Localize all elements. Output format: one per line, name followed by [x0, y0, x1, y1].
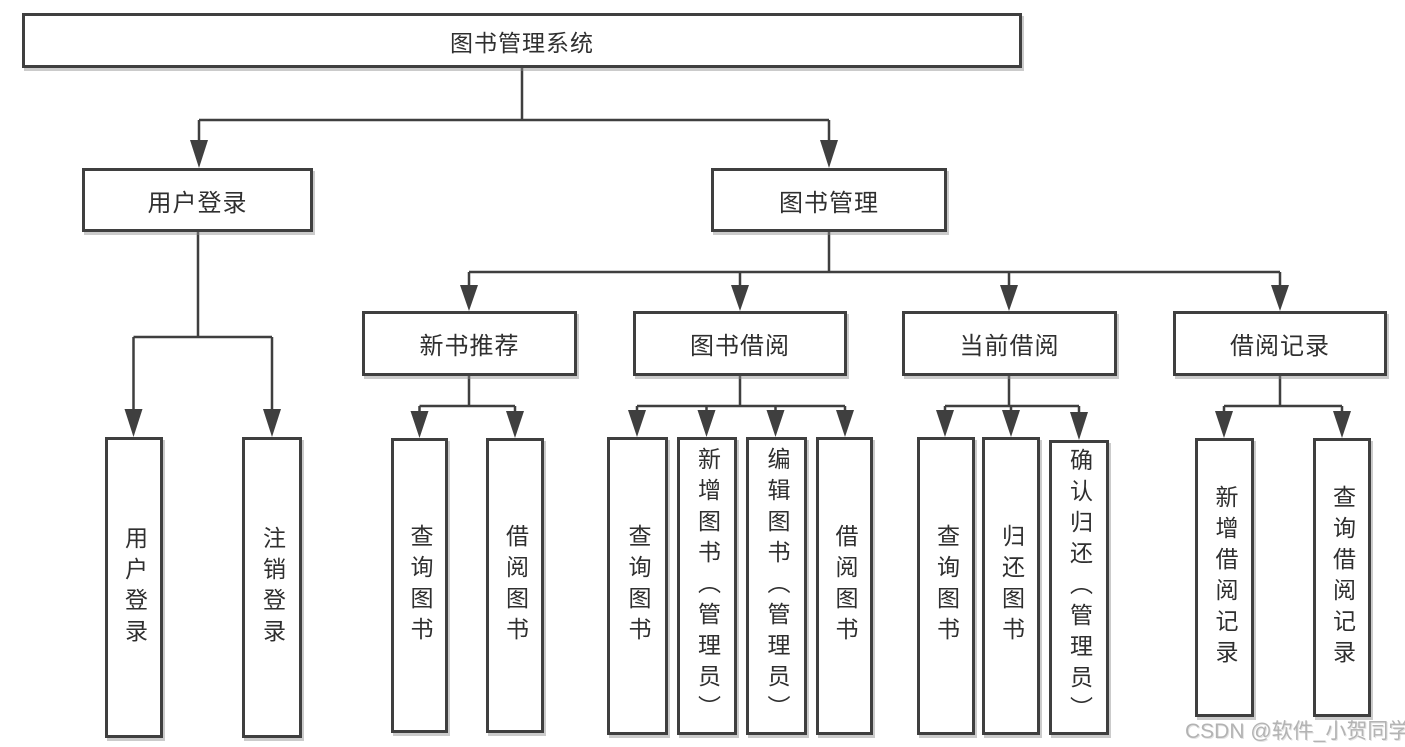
leaf-bb-borrow-books: 借阅图书	[816, 437, 873, 735]
leaf-nbr-borrow-books: 借阅图书	[486, 438, 544, 733]
leaf-logout: 注销登录	[242, 437, 302, 738]
node-new-book-recommendation: 新书推荐	[362, 311, 577, 376]
node-root-system: 图书管理系统	[22, 13, 1022, 68]
leaf-nbr-query-books: 查询图书	[391, 438, 448, 733]
leaf-bb-add-books-admin: 新增图书（管理员）	[677, 437, 737, 735]
node-current-borrowing: 当前借阅	[902, 311, 1117, 376]
node-book-borrowing: 图书借阅	[633, 311, 847, 376]
leaf-cb-confirm-return-admin: 确认归还（管理员）	[1049, 440, 1109, 735]
csdn-watermark: CSDN @软件_小贺同学	[1185, 720, 1405, 743]
leaf-br-add-record: 新增借阅记录	[1195, 438, 1254, 717]
node-book-management: 图书管理	[711, 168, 947, 232]
leaf-br-query-record: 查询借阅记录	[1313, 438, 1371, 717]
leaf-bb-query-books: 查询图书	[607, 437, 668, 735]
node-borrowing-records: 借阅记录	[1173, 311, 1387, 376]
leaf-user-login: 用户登录	[105, 437, 163, 738]
leaf-bb-edit-books-admin: 编辑图书（管理员）	[746, 437, 807, 735]
leaf-cb-return-books: 归还图书	[982, 437, 1040, 735]
leaf-cb-query-books: 查询图书	[917, 437, 975, 735]
node-user-login: 用户登录	[82, 168, 313, 232]
